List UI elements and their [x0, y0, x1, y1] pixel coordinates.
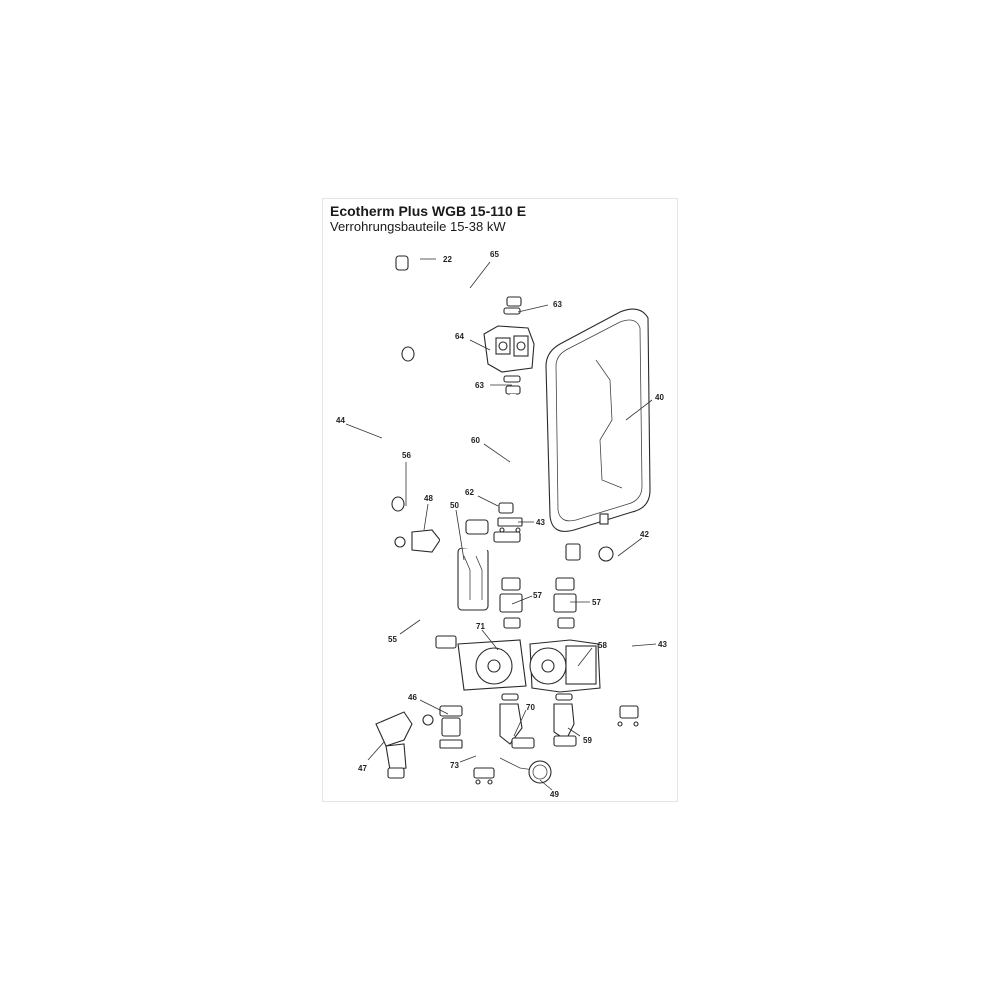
callout-63-upper: 63: [553, 300, 562, 309]
callout-65: 65: [490, 250, 499, 259]
part-60-s-pipe: [498, 394, 541, 514]
callout-22: 22: [443, 255, 452, 264]
callout-70: 70: [526, 703, 535, 712]
part-43-right-pipe: [617, 573, 639, 727]
callout-43-upper: 43: [536, 518, 545, 527]
part-47-angle-valve: [375, 711, 413, 779]
callout-47: 47: [358, 764, 367, 773]
document-subtitle: Verrohrungsbauteile 15-38 kW: [330, 219, 506, 234]
callout-55: 55: [388, 635, 397, 644]
part-44-vertical-pipe: [376, 346, 415, 584]
callout-50: 50: [450, 501, 459, 510]
callout-40: 40: [655, 393, 664, 402]
callout-48: 48: [424, 494, 433, 503]
callout-57-left: 57: [533, 591, 542, 600]
callout-43-lower: 43: [658, 640, 667, 649]
part-55-56-pipe: [382, 496, 457, 681]
callout-44: 44: [336, 416, 345, 425]
part-40-expansion-vessel: [545, 308, 651, 532]
callout-64: 64: [455, 332, 464, 341]
part-50-filter: [457, 519, 489, 611]
callout-60: 60: [471, 436, 480, 445]
callout-62: 62: [465, 488, 474, 497]
callout-71: 71: [476, 622, 485, 631]
callout-58: 58: [598, 641, 607, 650]
part-71-58-pumps: [457, 639, 601, 693]
part-49-pressure-gauge: [499, 757, 552, 784]
part-48-fitting: [394, 529, 441, 553]
part-46-tee: [422, 705, 463, 749]
callout-46: 46: [408, 693, 417, 702]
callout-57-right: 57: [592, 598, 601, 607]
part-73-elbow: [473, 732, 499, 785]
part-65-upper-pipe: [395, 255, 522, 307]
part-43-bracket-top: [497, 517, 523, 533]
callout-42: 42: [640, 530, 649, 539]
callout-49: 49: [550, 790, 559, 799]
callout-63-lower: 63: [475, 381, 484, 390]
manifold-pipe: [439, 531, 581, 561]
callout-59: 59: [583, 736, 592, 745]
part-64-valve-block: [483, 307, 535, 395]
document-title: Ecotherm Plus WGB 15-110 E: [330, 203, 527, 219]
part-70-59-fittings: [499, 693, 577, 749]
callout-56: 56: [402, 451, 411, 460]
callout-73: 73: [450, 761, 459, 770]
callout-labels: 22 65 63 64 63 40 44 60 56 62 48 50 43 4…: [336, 250, 667, 799]
part-57-unions: [499, 577, 577, 629]
leader-lines: [345, 258, 657, 791]
part-42-elbow: [598, 546, 668, 576]
